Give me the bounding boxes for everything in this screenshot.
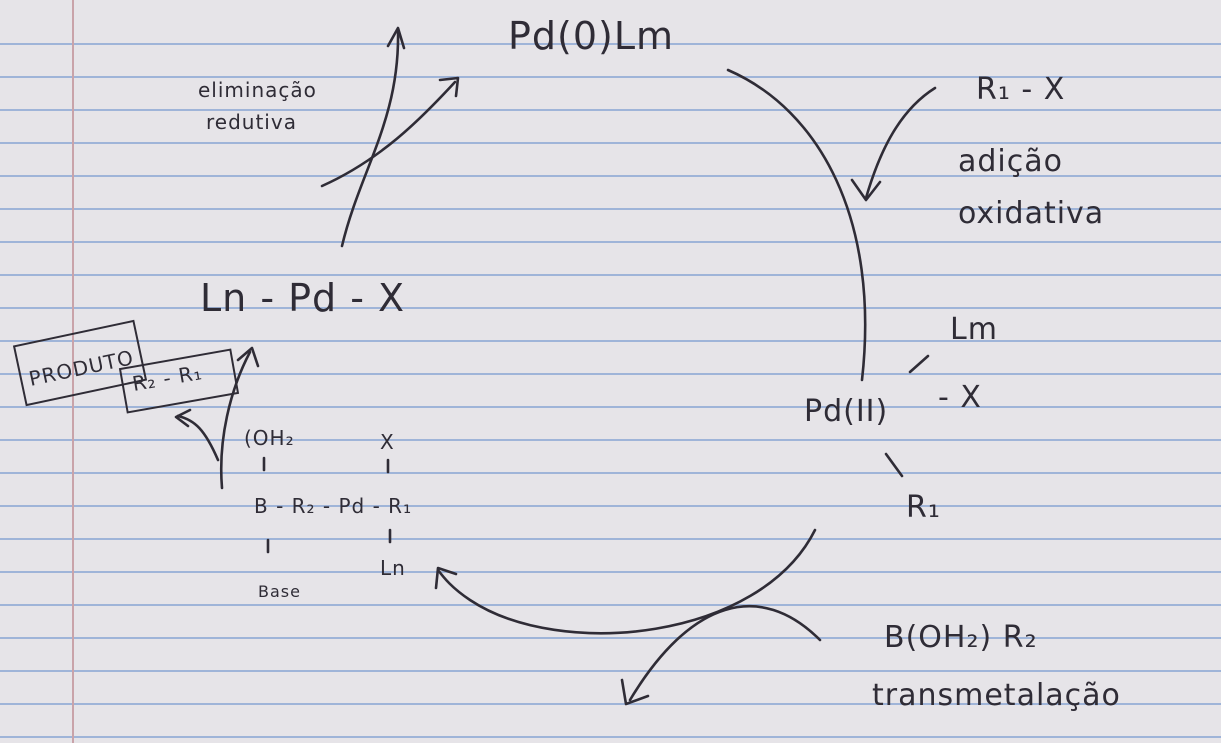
arrowhead-transmetal xyxy=(620,678,650,706)
pdII-center: Pd(II) xyxy=(804,394,889,429)
arrowhead-complex-up xyxy=(236,346,260,368)
arrowhead-left-up xyxy=(386,26,406,50)
arrow-to-product xyxy=(176,414,220,462)
complex-chain: B - R₂ - Pd - R₁ xyxy=(254,494,413,518)
arc-left xyxy=(340,28,400,248)
arrowhead-r1x xyxy=(850,178,882,202)
pdII-r1: R₁ xyxy=(906,490,941,525)
elim-line-1: eliminação xyxy=(198,78,317,102)
pdII-lm: Lm xyxy=(950,312,998,347)
bond-pd-r1 xyxy=(884,452,904,478)
adicao-line-1: adição xyxy=(958,144,1063,179)
arrow-transmetal xyxy=(628,605,822,702)
bond-pd-lm xyxy=(908,354,930,374)
arc-top-right xyxy=(726,68,867,382)
complex-base: Base xyxy=(258,582,301,601)
pdII-x: - X xyxy=(938,380,982,415)
arrow-r1x xyxy=(864,86,937,200)
transmetalacao-label: transmetalação xyxy=(872,678,1121,713)
arrow-complex-up xyxy=(219,350,252,490)
adicao-line-2: oxidativa xyxy=(958,196,1105,231)
margin-line xyxy=(72,0,74,743)
r1x-label: R₁ - X xyxy=(976,72,1066,107)
elim-line-2: redutiva xyxy=(206,110,297,134)
arrow-into-pd0 xyxy=(320,80,457,188)
boron-reagent: B(OH₂) R₂ xyxy=(884,620,1038,655)
complex-x: X xyxy=(380,430,395,454)
arrowhead-bottom xyxy=(434,566,458,590)
ln-pd-x: Ln - Pd - X xyxy=(200,276,406,320)
complex-ln: Ln xyxy=(380,556,406,580)
pd0-label: Pd(0)Lm xyxy=(508,14,675,58)
complex-oh2: (OH₂ xyxy=(244,426,295,450)
arrowhead-pd0 xyxy=(438,76,460,98)
arc-bottom xyxy=(436,528,817,635)
arrowhead-product xyxy=(174,408,192,428)
